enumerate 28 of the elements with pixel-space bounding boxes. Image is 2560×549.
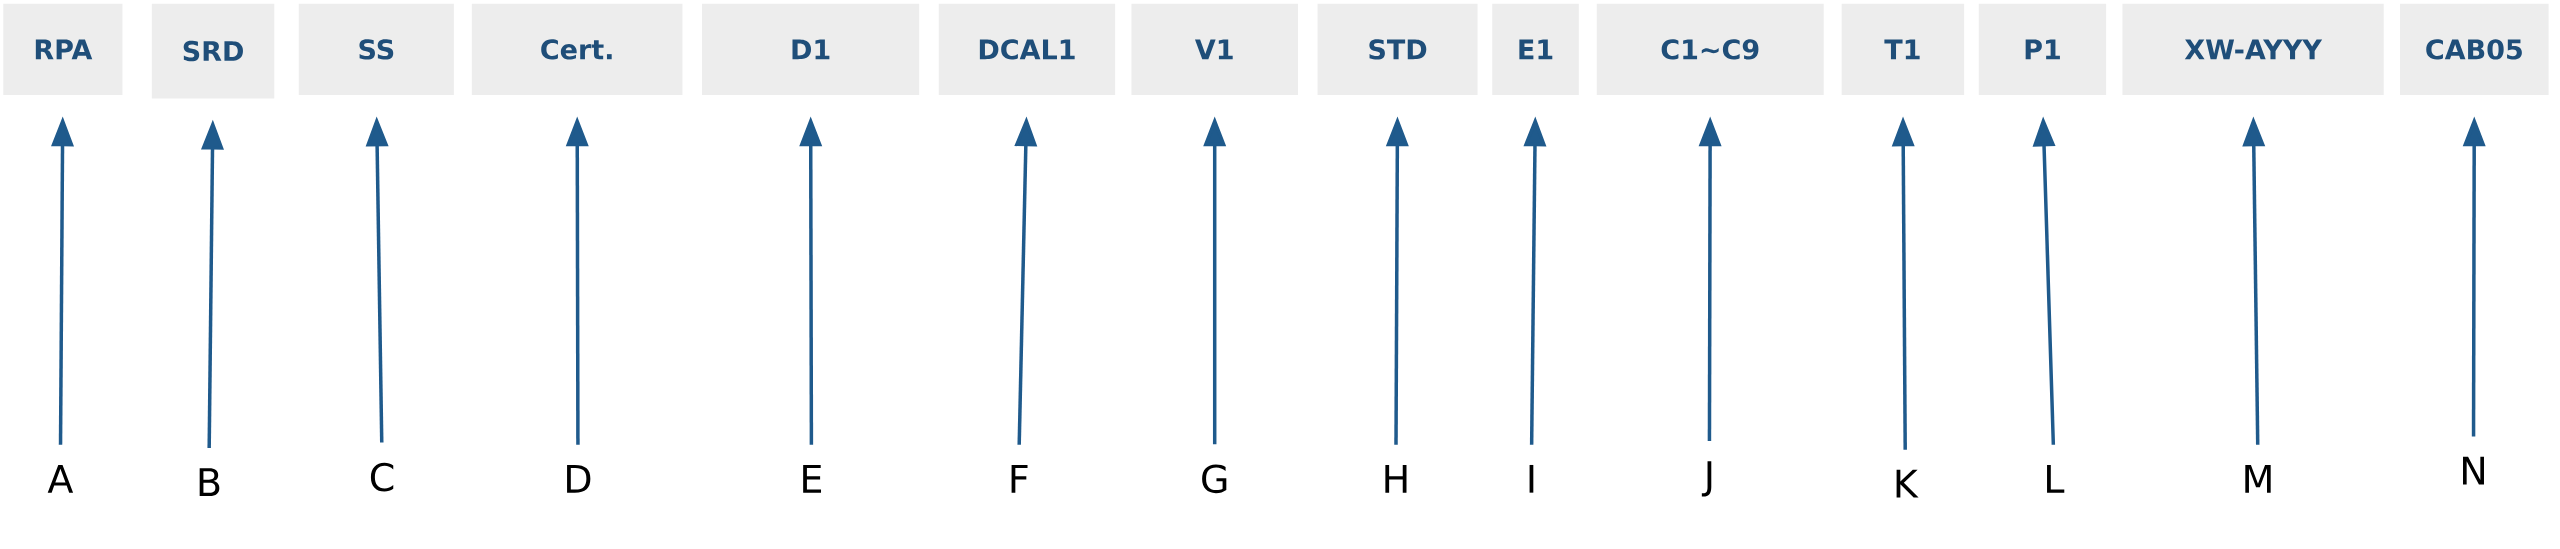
label-box: E1: [1492, 3, 1579, 96]
letter-label: C: [370, 462, 394, 492]
label-box: SRD: [151, 3, 275, 99]
letter-label: D: [567, 464, 591, 493]
letter-label: I: [1529, 464, 1534, 493]
label-box: V1: [1131, 3, 1298, 96]
letter-label: A: [47, 464, 74, 493]
label-box: RPA: [3, 3, 123, 96]
letter-label: E: [803, 464, 821, 493]
letter-label: B: [199, 468, 220, 496]
letter-label: N: [2463, 456, 2484, 485]
label-box: DCAL1: [938, 3, 1116, 96]
letter-label: F: [1011, 464, 1028, 493]
letter-label: L: [2047, 464, 2065, 493]
letter-label: G: [1202, 464, 1227, 494]
label-box: C1∼C9: [1596, 3, 1824, 96]
label-box: CAB05: [2400, 3, 2549, 96]
label-box: SS: [298, 3, 454, 96]
label-box: P1: [1978, 3, 2107, 96]
label-box: D1: [702, 3, 920, 96]
label-box: STD: [1317, 3, 1478, 96]
letter-label: K: [1896, 469, 1919, 498]
letter-label: M: [2245, 464, 2271, 493]
letter-label: H: [1385, 464, 1407, 493]
label-box: Cert.: [471, 3, 683, 96]
label-box: XW-AYYY: [2122, 3, 2384, 96]
letter-label: J: [1701, 461, 1712, 497]
label-box: T1: [1841, 3, 1965, 96]
